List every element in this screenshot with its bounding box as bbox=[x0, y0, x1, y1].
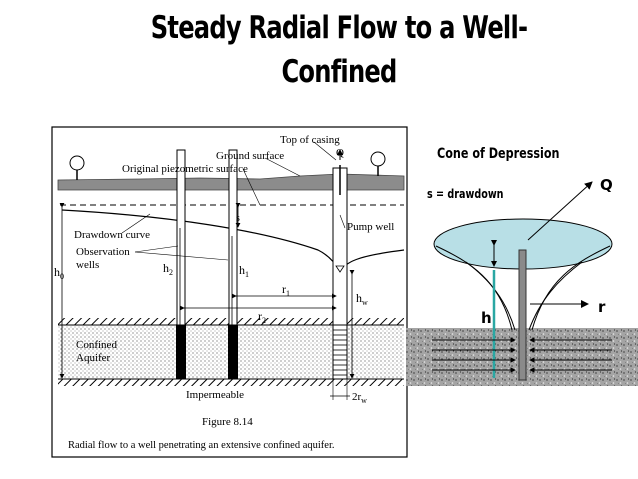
slide-title-line-2: Confined bbox=[281, 54, 397, 90]
observation-label: Observation bbox=[76, 246, 130, 258]
figure-caption: Radial flow to a well penetrating an ext… bbox=[68, 440, 335, 451]
r-label: r bbox=[598, 298, 606, 316]
aquifer-label: Aquifer bbox=[76, 352, 111, 364]
well-2-screen bbox=[176, 325, 186, 379]
water-level-marker bbox=[335, 265, 345, 273]
tree-icon bbox=[370, 151, 386, 176]
h-label: h bbox=[481, 309, 492, 327]
confined-label: Confined bbox=[76, 339, 117, 351]
h2-label: h2 bbox=[163, 261, 173, 277]
ground-surface-label: Ground surface bbox=[216, 150, 284, 162]
well-casing bbox=[518, 249, 527, 381]
drawdown-curve-label: Drawdown curve bbox=[74, 229, 150, 241]
well-1-screen bbox=[228, 325, 238, 379]
observation-well-2 bbox=[176, 149, 186, 326]
cone-of-depression-diagram: Cone of Depression s = drawdown Q r h bbox=[406, 145, 638, 386]
pump-well-label: Pump well bbox=[347, 221, 394, 233]
drawdown-curve-line bbox=[61, 209, 341, 273]
original-piezometric-label: Original piezometric surface bbox=[122, 163, 248, 175]
figure-number: Figure 8.14 bbox=[202, 416, 253, 428]
pump-well-screen bbox=[332, 324, 348, 380]
figure-8-14: Top of casing Q Ground surface Original … bbox=[51, 126, 408, 458]
h0-label: h0 bbox=[54, 265, 64, 281]
cone-title: Cone of Depression bbox=[437, 145, 560, 162]
r2-label: r2 bbox=[258, 309, 266, 325]
hw-label: hw bbox=[356, 291, 368, 307]
top-of-casing-label: Top of casing bbox=[280, 134, 340, 146]
h1-label: h1 bbox=[239, 263, 249, 279]
impermeable-layer bbox=[58, 379, 404, 386]
r1-label: r1 bbox=[282, 282, 290, 298]
s-label: s bbox=[236, 213, 240, 224]
slide-title-line-1: Steady Radial Flow to a Well- bbox=[150, 10, 528, 46]
cone-q-label: Q bbox=[600, 176, 613, 194]
observation-well-1 bbox=[228, 149, 238, 326]
q-label: Q bbox=[336, 147, 344, 159]
two-rw-label: 2rw bbox=[352, 391, 367, 405]
impermeable-label: Impermeable bbox=[186, 389, 244, 401]
wells-label: wells bbox=[76, 259, 99, 271]
tree-icon bbox=[69, 155, 85, 180]
s-drawdown-label: s = drawdown bbox=[427, 187, 504, 201]
